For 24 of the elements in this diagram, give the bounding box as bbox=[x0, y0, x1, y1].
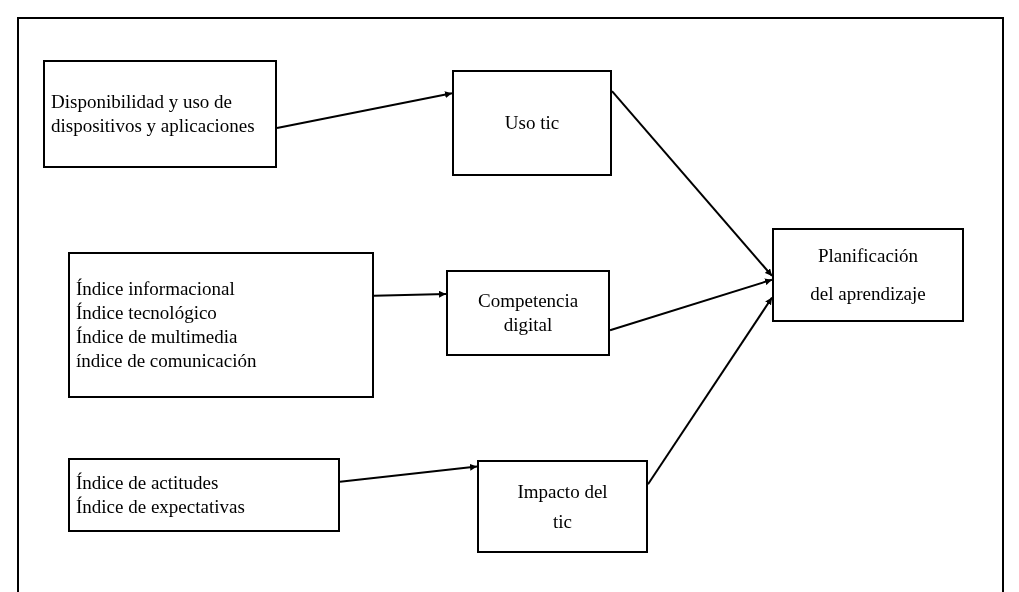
node-text: Impacto del tic bbox=[516, 479, 609, 534]
process-box bbox=[452, 70, 612, 176]
node-text: Disponibilidad y uso de dispositivos y aplicaciones bbox=[51, 90, 255, 138]
process-box bbox=[477, 460, 648, 553]
index-box bbox=[68, 252, 374, 398]
node-text: Uso tic bbox=[503, 111, 561, 135]
node-text: Índice de expectativas bbox=[76, 495, 246, 519]
arrow bbox=[276, 91, 453, 130]
node-text: Índice de multimedia bbox=[76, 325, 239, 349]
arrow bbox=[609, 278, 773, 332]
process-box bbox=[43, 60, 277, 168]
node-text: Índice de actitudes bbox=[76, 471, 220, 495]
node-text: Competencia digital bbox=[478, 289, 578, 337]
node-text: Planificación del aprendizaje bbox=[809, 244, 927, 306]
process-box bbox=[446, 270, 610, 356]
node-text: Índice tecnológico bbox=[76, 301, 218, 325]
node-text: índice de comunicación bbox=[76, 349, 258, 373]
node-text: Índice informacional bbox=[76, 277, 236, 301]
arrow bbox=[647, 296, 773, 486]
result-box bbox=[772, 228, 964, 322]
index-box bbox=[68, 458, 340, 532]
arrow bbox=[611, 90, 773, 277]
arrow bbox=[373, 290, 447, 298]
arrow bbox=[339, 463, 478, 483]
